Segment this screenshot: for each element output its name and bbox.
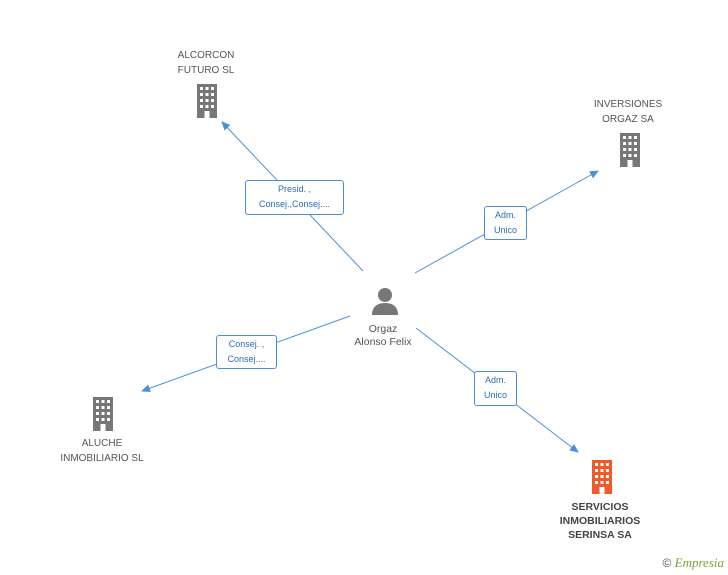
building-icon[interactable]	[193, 84, 221, 123]
node-label-aluche[interactable]: ALUCHE INMOBILIARIO SL	[60, 438, 144, 464]
building-icon[interactable]	[588, 460, 616, 499]
brand-logo: Empresia	[674, 555, 724, 570]
building-icon[interactable]	[616, 133, 644, 172]
footer-brand: © Empresia	[662, 555, 724, 571]
node-label-servicios[interactable]: SERVICIOS INMOBILIARIOS SERINSA SA	[559, 501, 641, 541]
building-icon[interactable]	[89, 397, 117, 436]
node-label-alcorcon[interactable]: ALCORCON FUTURO SL	[177, 50, 235, 76]
node-label-inversiones[interactable]: INVERSIONES ORGAZ SA	[593, 99, 663, 125]
edge-label-inversiones[interactable]: Adm. Unico	[484, 206, 527, 240]
center-person-name[interactable]: Orgaz Alonso Felix	[354, 323, 412, 348]
edge-label-aluche[interactable]: Consej. , Consej....	[216, 335, 277, 369]
copyright-symbol: ©	[662, 556, 672, 570]
person-icon[interactable]	[370, 286, 400, 321]
edge-label-alcorcon[interactable]: Presid. , Consej.,Consej....	[245, 180, 344, 215]
edge-label-servicios[interactable]: Adm. Unico	[474, 371, 517, 406]
